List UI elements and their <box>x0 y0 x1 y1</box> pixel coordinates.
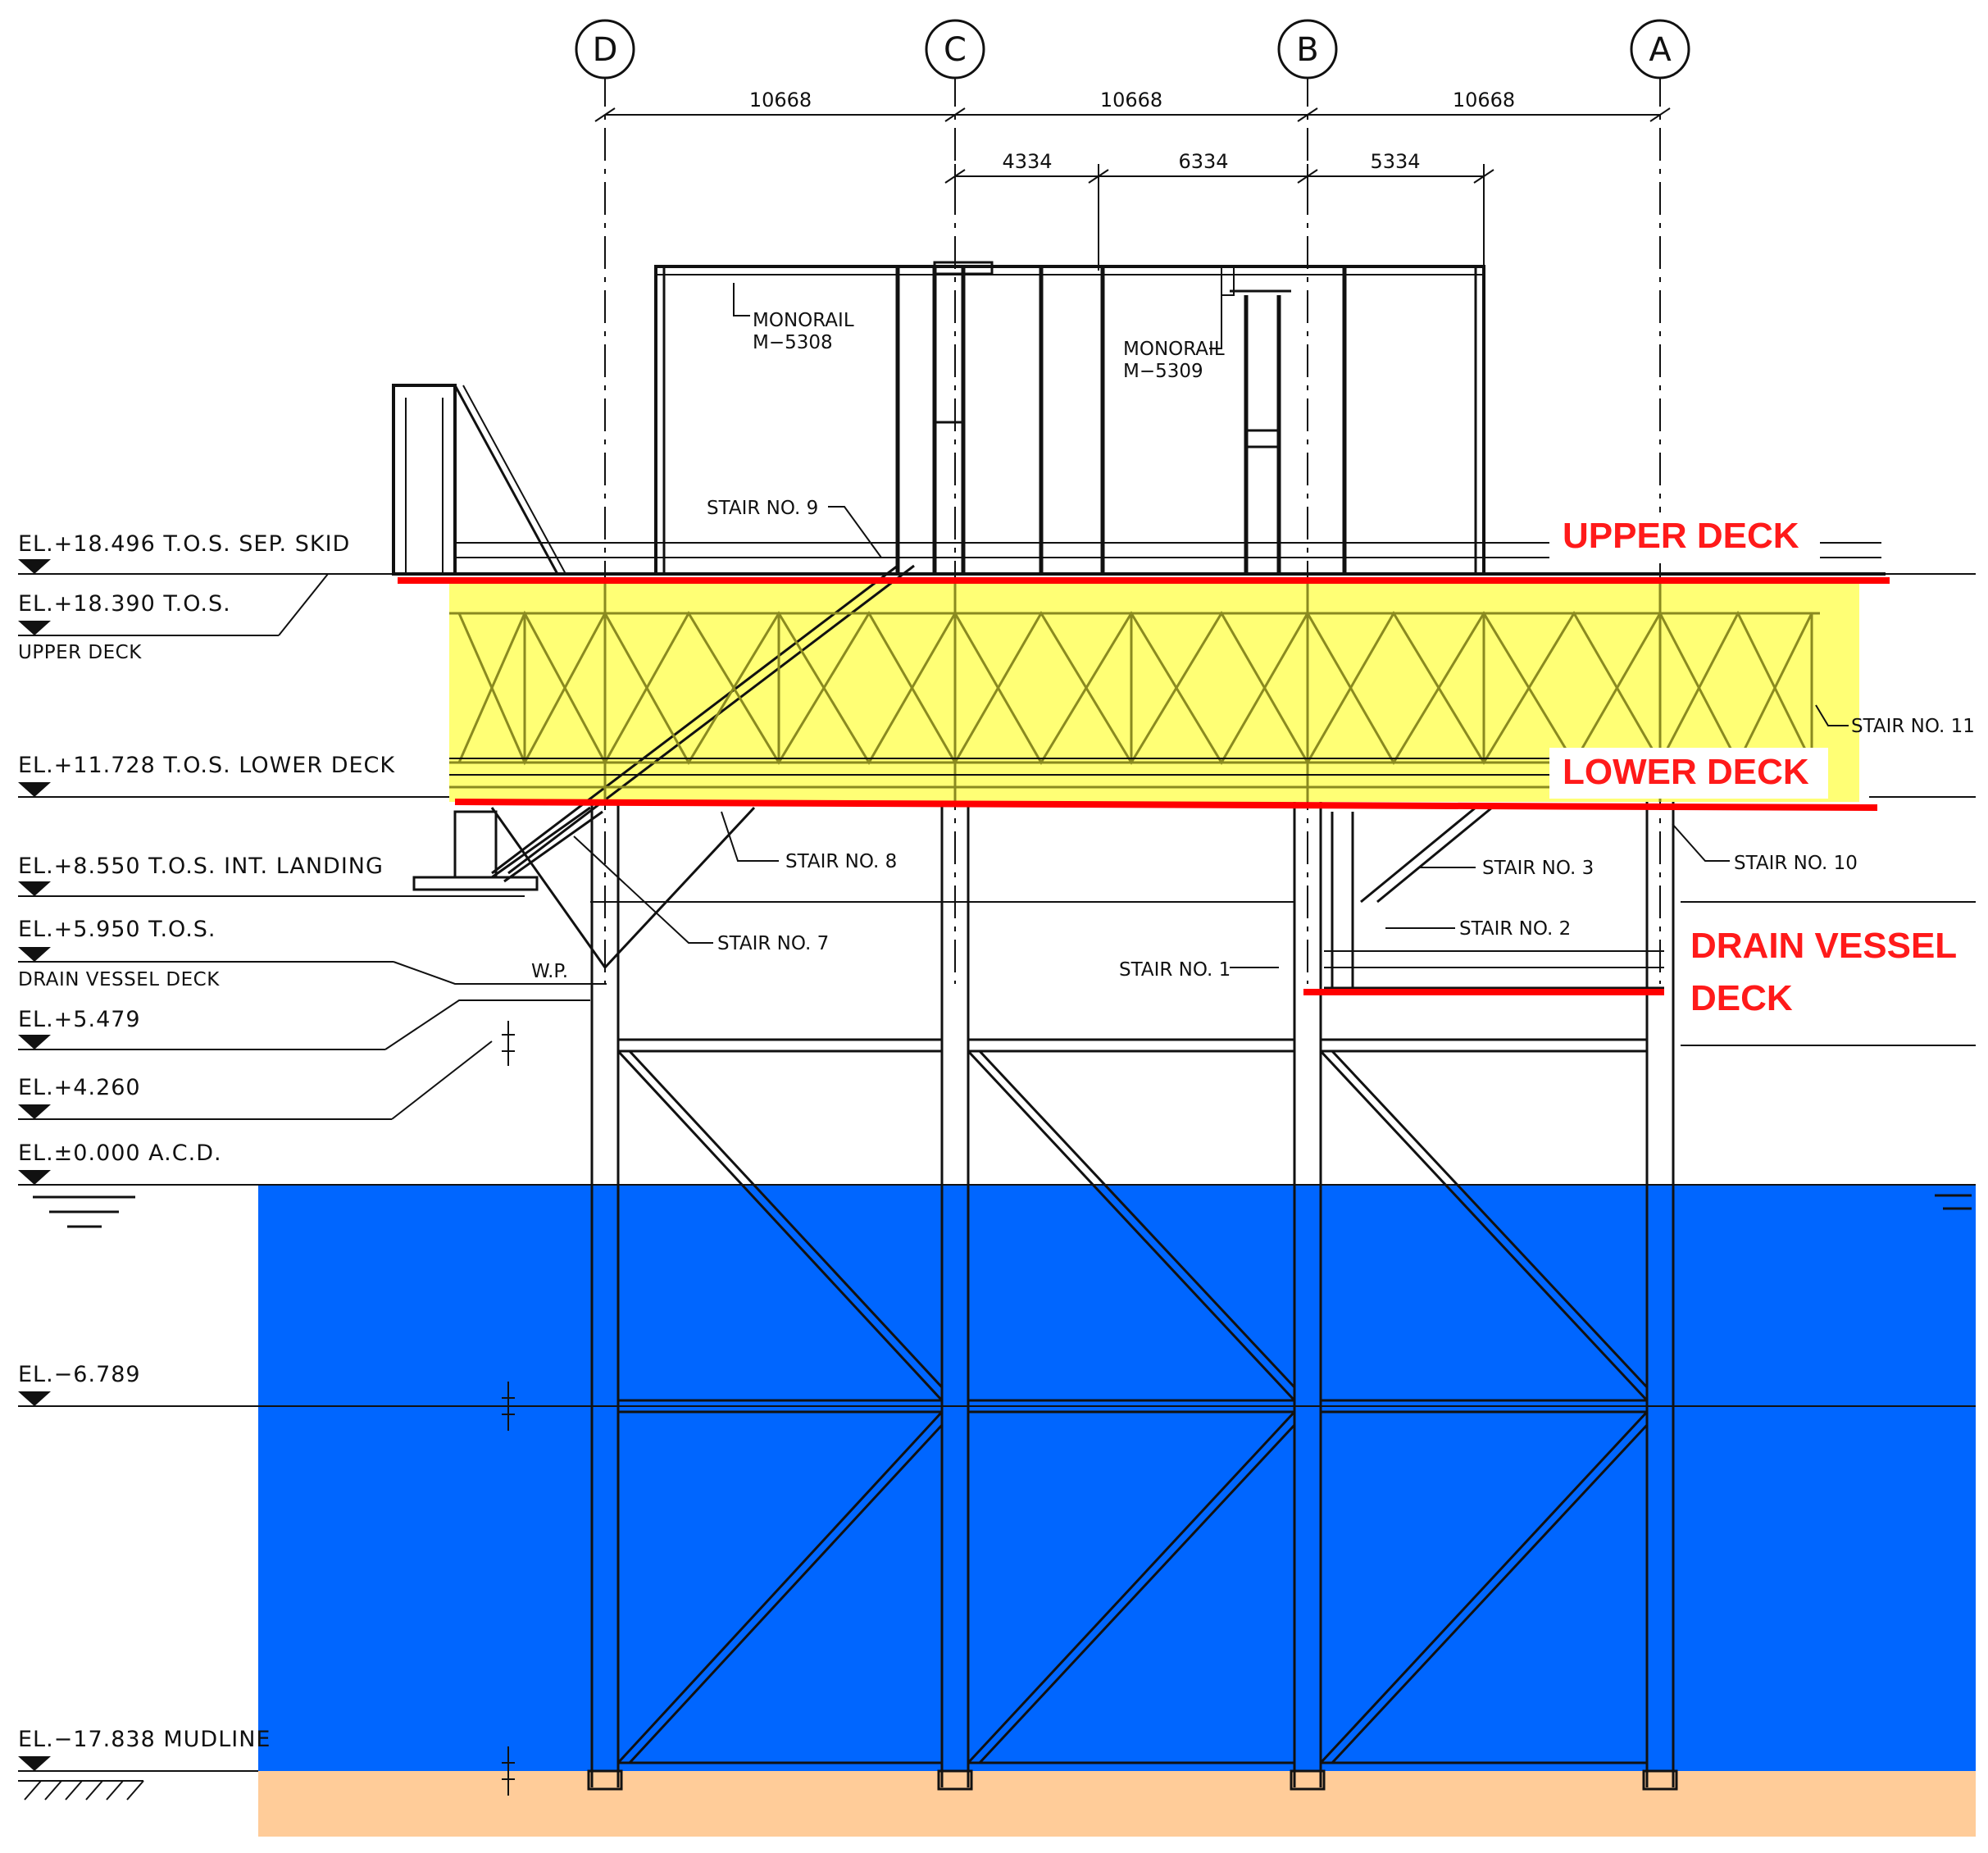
grid-bubble-C: C <box>925 19 985 80</box>
lower-deck-title: LOWER DECK <box>1563 752 1809 792</box>
grid-label-B: B <box>1296 31 1318 69</box>
monorail-leaders <box>733 283 1222 349</box>
elev-upper-deck-sub: UPPER DECK <box>18 642 142 663</box>
stairs-1-2-3 <box>1324 806 1664 990</box>
dim-bay-B-A: 10668 <box>1453 89 1515 112</box>
stair-7-label: STAIR NO. 7 <box>717 933 829 954</box>
elevation-level-lines <box>18 573 1976 1772</box>
stair-1-label: STAIR NO. 1 <box>1119 959 1231 981</box>
monorail-5308-tag: M−5308 <box>753 332 833 353</box>
dim-sub-2: 6334 <box>1178 150 1228 173</box>
jacket-legs <box>587 802 1678 1791</box>
dim-bay-D-C: 10668 <box>749 89 812 112</box>
elev-sep-skid-label: EL.+18.496 T.O.S. SEP. SKID <box>18 531 350 557</box>
grid-label-D: D <box>593 31 618 69</box>
drain-vessel-title-line2: DECK <box>1690 978 1793 1018</box>
jacket-horizontal-braces <box>618 1038 1647 1764</box>
seabed-zone <box>258 1771 1976 1837</box>
centerline-symbols <box>502 1021 515 1796</box>
elev-mudline-label: EL.−17.838 MUDLINE <box>18 1727 271 1752</box>
dim-bay-C-B: 10668 <box>1100 89 1162 112</box>
stair-9-label: STAIR NO. 9 <box>707 498 818 519</box>
lower-deck-handrail <box>449 758 1558 776</box>
elev-drain-vessel-sub: DRAIN VESSEL DECK <box>18 969 220 990</box>
elev-5479-label: EL.+5.479 <box>18 1007 141 1032</box>
grid-label-A: A <box>1649 31 1672 69</box>
drain-vessel-title-line1: DRAIN VESSEL <box>1690 926 1957 966</box>
stair-9 <box>491 564 915 875</box>
elev-int-landing-label: EL.+8.550 T.O.S. INT. LANDING <box>18 854 384 879</box>
deck-highlight-lines <box>398 577 1890 995</box>
stair-3-label: STAIR NO. 3 <box>1482 858 1594 879</box>
upper-deck-title: UPPER DECK <box>1563 516 1799 556</box>
stair-11-label: STAIR NO. 11 <box>1851 716 1975 737</box>
jacket-diagonal-braces <box>490 806 1649 1764</box>
deck-titles: UPPER DECK LOWER DECK DRAIN VESSEL DECK <box>1549 512 1957 1018</box>
topside-module-frame <box>654 261 1485 576</box>
monorail-5309-tag: M−5309 <box>1123 361 1203 382</box>
work-point-label: W.P. <box>531 961 568 982</box>
elev-lower-deck-label: EL.+11.728 T.O.S. LOWER DECK <box>18 753 395 778</box>
stair-2-label: STAIR NO. 2 <box>1459 918 1571 940</box>
sep-skid-frame <box>392 384 566 576</box>
elevation-markers <box>18 559 51 1771</box>
monorail-notes: MONORAIL M−5308 MONORAIL M−5309 <box>753 310 1225 382</box>
int-landing-platform <box>412 806 603 891</box>
monorail-5309-label: MONORAIL <box>1123 339 1225 360</box>
monorail-5308-label: MONORAIL <box>753 310 854 331</box>
grid-bubble-B: B <box>1277 19 1338 80</box>
lower-deck-line <box>454 799 1878 811</box>
elev-acd-label: EL.±0.000 A.C.D. <box>18 1140 222 1166</box>
water-line-symbol <box>33 1194 1972 1228</box>
note-leaders <box>573 506 1849 968</box>
dim-sub-1: 4334 <box>1002 150 1052 173</box>
grid-bubbles: D C B A <box>575 19 1690 80</box>
stair-notes: STAIR NO. 9 STAIR NO. 8 STAIR NO. 7 STAI… <box>531 498 1975 982</box>
elev-upper-deck-label: EL.+18.390 T.O.S. <box>18 591 231 617</box>
dimension-lines <box>594 107 1671 271</box>
elevation-labels: EL.+18.496 T.O.S. SEP. SKID EL.+18.390 T… <box>18 531 395 1752</box>
elev-drain-vessel-label: EL.+5.950 T.O.S. <box>18 917 216 942</box>
grid-bubble-D: D <box>575 19 635 80</box>
dim-sub-3: 5334 <box>1370 150 1420 173</box>
mudline-hatching <box>18 1780 144 1801</box>
elev-6789-label: EL.−6.789 <box>18 1362 141 1387</box>
grid-label-C: C <box>944 31 967 69</box>
stair-8-label: STAIR NO. 8 <box>785 851 897 872</box>
sea-water-zone <box>258 1185 1976 1771</box>
grid-bubble-A: A <box>1630 19 1690 80</box>
grid-axis-lines <box>604 74 1661 984</box>
dimension-texts: 10668 10668 10668 4334 6334 5334 <box>749 89 1515 173</box>
elev-4260-label: EL.+4.260 <box>18 1075 141 1100</box>
stair-10-label: STAIR NO. 10 <box>1734 853 1858 874</box>
